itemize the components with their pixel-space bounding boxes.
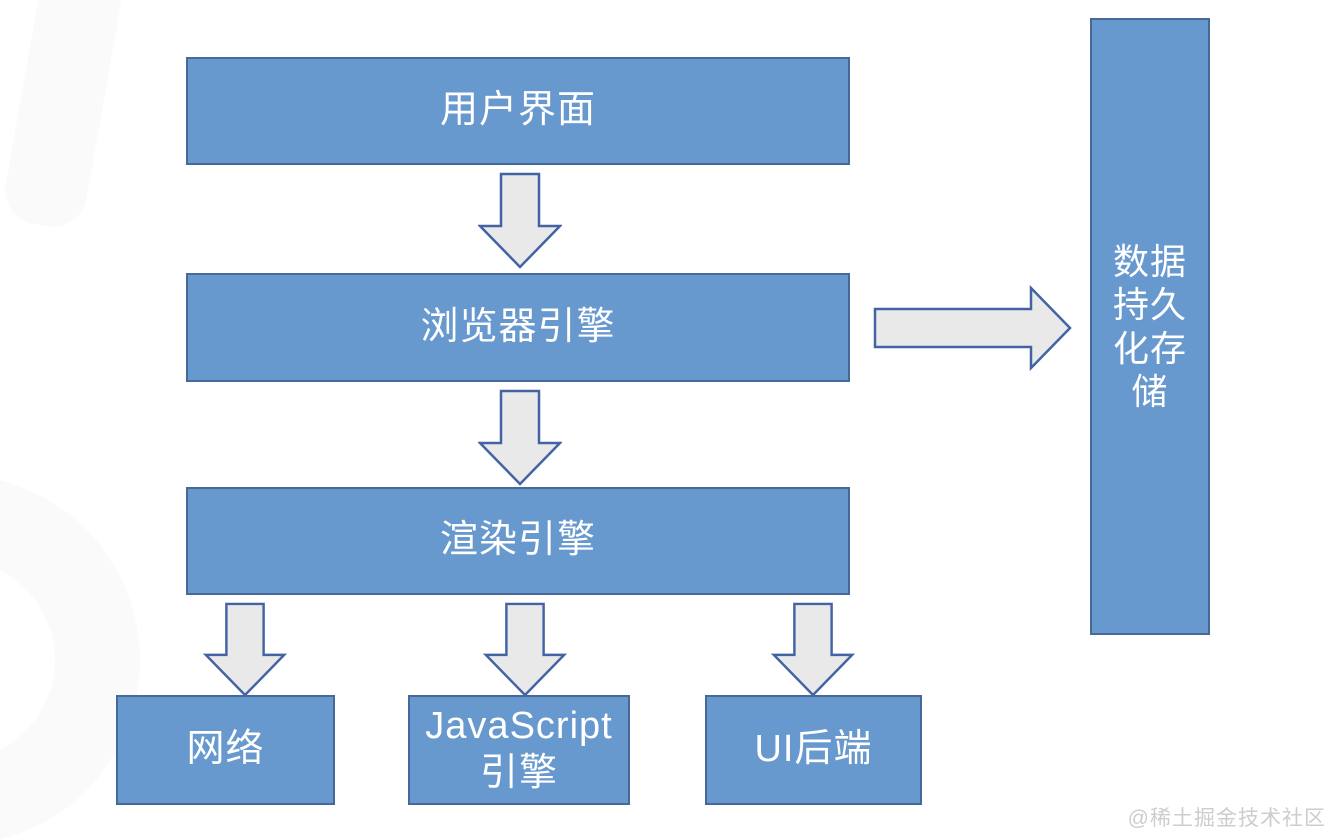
- arrow-browser-to-persistence-icon: [873, 285, 1072, 371]
- arrow-ui-to-browser-engine-icon: [478, 172, 562, 269]
- arrow-browser-to-rendering-icon: [478, 389, 562, 486]
- arrow-rendering-to-js-engine-icon: [483, 602, 567, 697]
- box-ui-backend-label: UI后端: [754, 728, 873, 771]
- background-logo-bar: [0, 0, 127, 233]
- box-network-label: 网络: [186, 728, 265, 771]
- box-data-persistence: 数据持久化存储: [1090, 18, 1210, 635]
- box-data-persistence-label: 数据持久化存储: [1112, 241, 1187, 412]
- box-user-interface: 用户界面: [186, 57, 850, 165]
- box-network: 网络: [116, 695, 335, 805]
- box-browser-engine-label: 浏览器引擎: [420, 305, 616, 348]
- box-rendering-engine-label: 渲染引擎: [439, 519, 596, 562]
- box-javascript-engine-label: JavaScript引擎: [425, 704, 613, 795]
- box-ui-backend: UI后端: [705, 695, 922, 805]
- box-javascript-engine: JavaScript引擎: [408, 695, 630, 805]
- arrow-rendering-to-network-icon: [203, 602, 287, 697]
- box-browser-engine: 浏览器引擎: [186, 273, 850, 382]
- box-user-interface-label: 用户界面: [439, 89, 596, 132]
- watermark-text: @稀土掘金技术社区: [1127, 807, 1326, 830]
- box-rendering-engine: 渲染引擎: [186, 487, 850, 595]
- arrow-rendering-to-ui-backend-icon: [771, 602, 855, 697]
